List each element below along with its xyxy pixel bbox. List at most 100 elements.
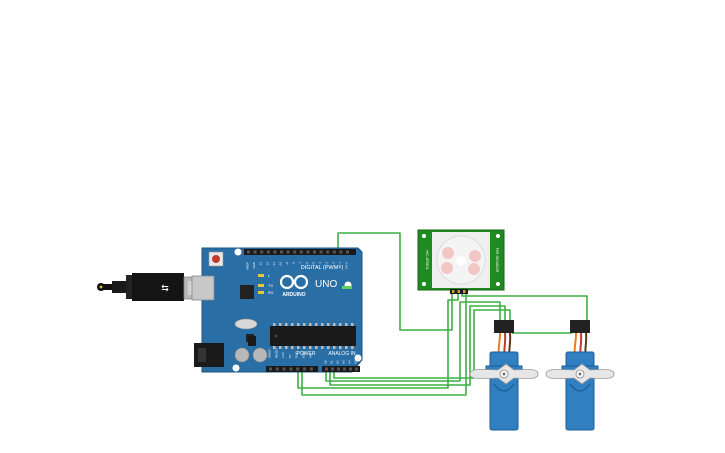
analog-pin[interactable] [337, 367, 340, 371]
digital-pin[interactable] [346, 250, 349, 254]
led-rx [258, 291, 264, 294]
power-pin[interactable] [282, 367, 286, 371]
led-l-label: L [268, 273, 271, 278]
analog-pin[interactable] [343, 367, 346, 371]
digital-pin[interactable] [260, 250, 264, 254]
servo-motor-2[interactable] [545, 320, 615, 431]
servo-connector [570, 320, 590, 333]
digital-pin[interactable] [286, 250, 290, 254]
digital-pin-label: TX 1 [338, 262, 342, 269]
usb-b-port [191, 275, 215, 301]
wire-5v-to-pir-vcc[interactable] [297, 292, 459, 389]
digital-pin-label: ~9 [285, 262, 289, 266]
digital-pin-label: 13 [259, 262, 263, 266]
pir-sensor[interactable]: HC-SR501 PIR SENSOR [417, 229, 505, 294]
analog-pin[interactable] [325, 367, 328, 371]
power-pin-label: 3.3V [281, 352, 285, 358]
board-model: UNO [315, 279, 337, 290]
mounting-hole [232, 364, 240, 372]
digital-pin[interactable] [247, 250, 250, 254]
digital-pin-label: 7 [298, 262, 302, 264]
digital-pin[interactable] [273, 250, 277, 254]
digital-pin-label: GND [252, 261, 256, 269]
capacitor [252, 347, 268, 363]
pir-ir-spot [442, 247, 454, 259]
digital-pin-label: ~11 [272, 262, 276, 267]
analog-pin[interactable] [355, 367, 358, 371]
power-pin[interactable] [303, 367, 306, 371]
wire-to-servo2[interactable] [461, 292, 588, 322]
power-pin-label: Vin [308, 353, 312, 358]
digital-pin-label: 2 [331, 262, 335, 264]
pir-pin-vcc[interactable] [452, 290, 455, 293]
digital-pin[interactable] [326, 250, 330, 254]
led-on [342, 286, 352, 289]
atmega-chip [270, 326, 356, 346]
digital-pin[interactable] [319, 250, 323, 254]
digital-pin[interactable] [253, 250, 257, 254]
analog-pin-label: A4 [348, 360, 352, 364]
pir-ir-spot [468, 263, 480, 275]
analog-header [322, 366, 360, 372]
digital-pin-label: ~5 [312, 262, 316, 266]
analog-header-label: ANALOG IN [328, 351, 356, 357]
arduino-brand: ARDUINO [282, 292, 305, 298]
usb-icon: ⇆ [161, 283, 169, 293]
power-pin[interactable] [275, 367, 279, 371]
analog-pin-label: A2 [336, 360, 340, 364]
digital-pin[interactable] [332, 250, 336, 254]
mounting-hole [354, 354, 362, 362]
digital-pin-label: 12 [265, 262, 269, 266]
mounting-hole [234, 248, 242, 256]
pir-pin-gnd[interactable] [463, 290, 466, 293]
digital-pin[interactable] [293, 250, 297, 254]
power-pin-label: GND [295, 351, 299, 359]
arduino-logo-icon [279, 274, 309, 290]
power-pin[interactable] [296, 367, 300, 371]
digital-pin[interactable] [280, 250, 283, 254]
digital-pin-holes [247, 250, 349, 254]
pir-ir-spot [469, 250, 481, 262]
pir-ir-spot [441, 262, 453, 274]
digital-pin-label: ~6 [305, 262, 309, 266]
led-l [258, 274, 264, 277]
chip-pins [273, 323, 354, 349]
pir-label-left: HC-SR501 [425, 250, 430, 270]
power-header-label: POWER [297, 351, 316, 357]
digital-pin[interactable] [266, 250, 270, 254]
digital-pin[interactable] [339, 250, 343, 254]
wire-a1-servo1-power[interactable] [329, 305, 506, 386]
digital-pin-label: AREF [246, 262, 250, 270]
power-pin-label: GND [302, 351, 306, 359]
power-pin[interactable] [309, 367, 313, 371]
pir-pin-out[interactable] [457, 290, 461, 293]
wire-gnd-to-pir-gnd[interactable] [301, 292, 467, 396]
power-pin-label: RESET [274, 348, 278, 358]
analog-pin[interactable] [349, 367, 352, 371]
analog-pin-label: A0 [324, 360, 328, 364]
digital-pin-label: ~10 [279, 262, 283, 267]
digital-pin-label: 4 [318, 262, 322, 264]
analog-pin-label: A3 [342, 360, 346, 364]
led-rx-label: RX [268, 290, 274, 295]
digital-pin-label: RX 0 [345, 262, 349, 269]
servo-motor-1[interactable] [469, 320, 539, 431]
digital-pin[interactable] [313, 250, 316, 254]
digital-pin[interactable] [299, 250, 303, 254]
power-pin[interactable] [269, 367, 272, 371]
power-pin-label: IOREF [268, 349, 272, 358]
pir-label-right: PIR SENSOR [495, 248, 500, 273]
digital-pin[interactable] [306, 250, 310, 254]
analog-pin[interactable] [331, 367, 334, 371]
servo-connector [494, 320, 514, 333]
digital-pin-label: 8 [292, 262, 296, 264]
power-pin[interactable] [289, 367, 293, 371]
analog-pin-label: A1 [330, 360, 334, 364]
wire-a2-servo1-gnd[interactable] [333, 309, 511, 379]
power-pin-label: 5V [288, 354, 292, 358]
usb-chip [240, 285, 254, 299]
